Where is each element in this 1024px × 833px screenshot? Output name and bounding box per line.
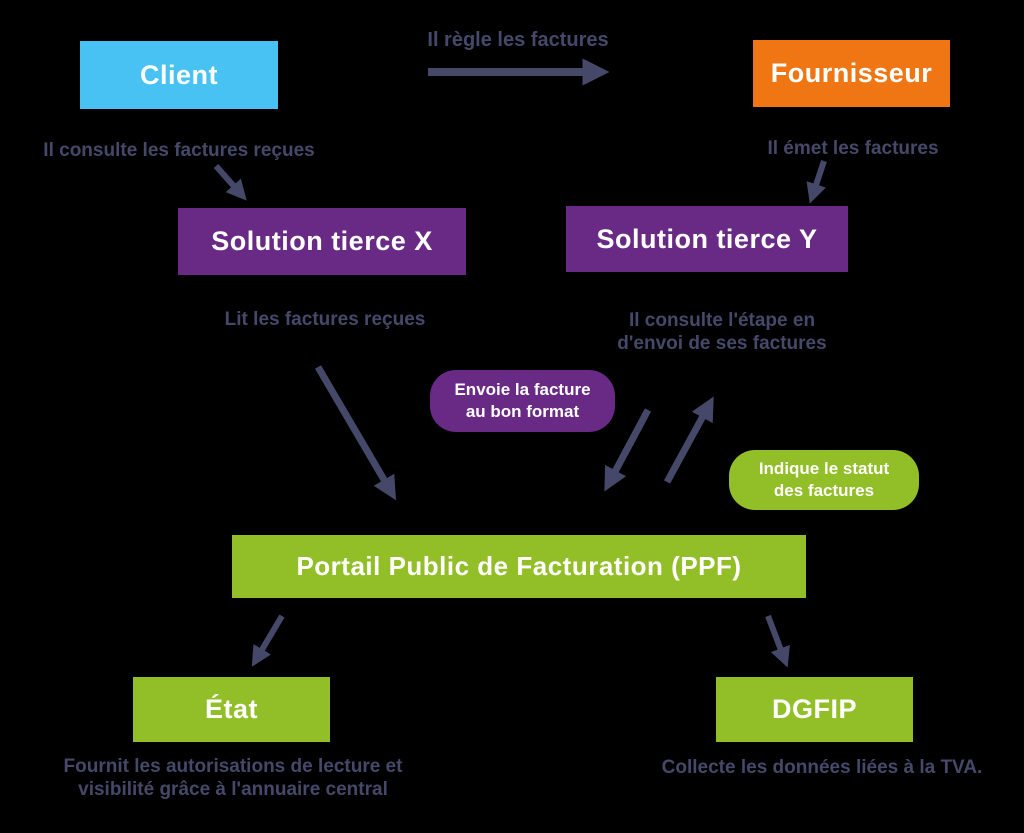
- caption-etat-line1: Fournit les autorisations de lecture et: [63, 756, 403, 777]
- bubble-envoie-facture: Envoie la facture au bon format: [430, 370, 615, 432]
- arrow-solution-y-to-ppf: [604, 408, 652, 492]
- caption-lit-factures-recues: Lit les factures reçues: [224, 309, 426, 330]
- arrow-ppf-to-dgfip: [765, 614, 790, 668]
- bubble-envoie-line1: Envoie la facture: [454, 380, 591, 399]
- caption-regle-factures: Il règle les factures: [427, 29, 609, 51]
- arrow-client-to-solution-x: [213, 164, 247, 201]
- bubble-statut-line1: Indique le statut: [758, 459, 890, 478]
- caption-dgfip-tva: Collecte les données liées à la TVA.: [661, 757, 983, 778]
- node-ppf: Portail Public de Facturation (PPF): [232, 535, 806, 598]
- caption-consulte-etape-envoi: Il consulte l'étape en d'envoi de ses fa…: [602, 309, 842, 355]
- caption-consulte-factures-recues: Il consulte les factures reçues: [43, 140, 315, 161]
- node-etat-label: État: [204, 694, 258, 724]
- node-solution-tierce-x: Solution tierce X: [178, 208, 466, 275]
- node-dgfip-label: DGFIP: [771, 694, 857, 724]
- bubble-statut-line2: des factures: [773, 481, 875, 500]
- caption-emet-factures: Il émet les factures: [767, 138, 939, 159]
- node-client-label: Client: [139, 59, 218, 90]
- caption-consulte-etape-line2: d'envoi de ses factures: [617, 333, 827, 354]
- node-solution-tierce-x-label: Solution tierce X: [211, 226, 433, 256]
- arrow-ppf-to-etat: [251, 614, 285, 667]
- node-solution-tierce-y: Solution tierce Y: [566, 206, 848, 272]
- arrow-ppf-to-solution-y: [663, 396, 714, 484]
- caption-etat-annuaire: Fournit les autorisations de lecture et …: [53, 755, 413, 801]
- bubble-envoie-line2: au bon format: [465, 402, 580, 421]
- node-etat: État: [133, 677, 330, 742]
- bubble-indique-statut: Indique le statut des factures: [729, 450, 919, 510]
- caption-etat-line2: visibilité grâce à l'annuaire central: [78, 779, 388, 800]
- node-ppf-label: Portail Public de Facturation (PPF): [296, 551, 742, 581]
- node-solution-tierce-y-label: Solution tierce Y: [596, 223, 818, 254]
- node-client: Client: [80, 41, 278, 109]
- node-fournisseur-label: Fournisseur: [770, 58, 933, 88]
- arrow-solution-x-to-ppf: [314, 365, 397, 501]
- node-dgfip: DGFIP: [716, 677, 913, 742]
- arrow-fournisseur-to-solution-y: [806, 160, 827, 204]
- caption-consulte-etape-line1: Il consulte l'étape en: [628, 310, 816, 331]
- node-fournisseur: Fournisseur: [753, 40, 950, 107]
